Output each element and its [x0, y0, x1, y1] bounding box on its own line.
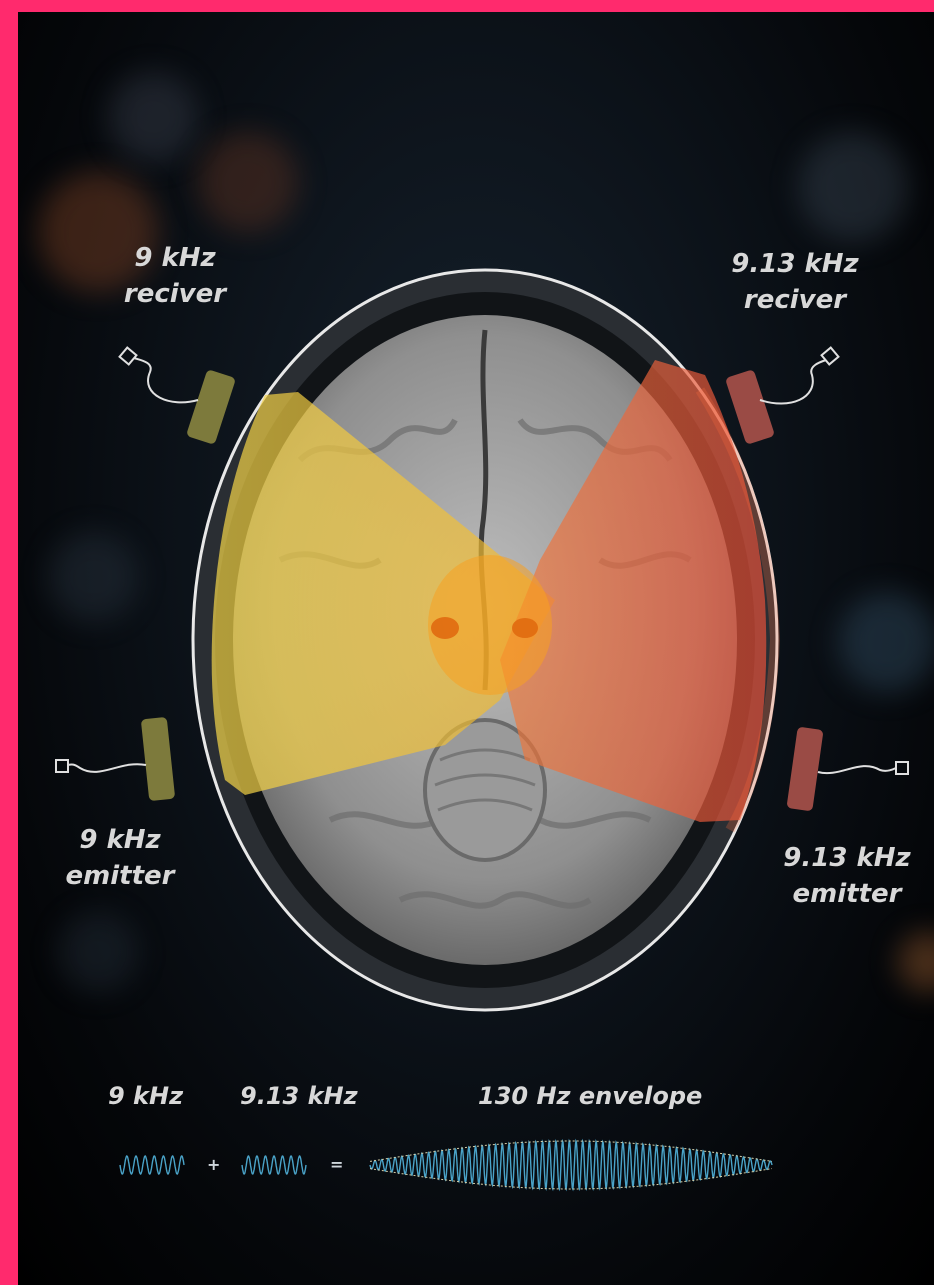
connector-plug-icon [56, 760, 68, 772]
right-emitter-text: emitter [772, 876, 922, 912]
left-emitter-text: emitter [55, 858, 185, 894]
envelope-label: 130 Hz envelope [478, 1082, 702, 1110]
target-nucleus [512, 618, 538, 638]
equals-sign: = [330, 1155, 343, 1174]
right-receiver-freq: 9.13 kHz [720, 246, 870, 282]
left-receiver-label: 9 kHz reciver [110, 240, 240, 312]
left-emitter-electrode [56, 717, 175, 801]
left-receiver-freq: 9 kHz [110, 240, 240, 276]
wave-envelope-icon [370, 1141, 772, 1189]
left-receiver-electrode [120, 348, 237, 445]
right-emitter-label: 9.13 kHz emitter [772, 840, 922, 912]
right-emitter-freq: 9.13 kHz [772, 840, 922, 876]
left-receiver-text: reciver [110, 276, 240, 312]
wave-913khz-icon [242, 1156, 306, 1174]
plus-sign: + [207, 1155, 220, 1174]
connector-plug-icon [822, 348, 839, 365]
target-nucleus [431, 617, 459, 639]
right-receiver-text: reciver [720, 282, 870, 318]
wave2-label: 9.13 kHz [240, 1082, 358, 1110]
wave-9khz-icon [120, 1156, 184, 1174]
right-receiver-label: 9.13 kHz reciver [720, 246, 870, 318]
connector-plug-icon [120, 348, 137, 365]
connector-plug-icon [896, 762, 908, 774]
left-emitter-freq: 9 kHz [55, 822, 185, 858]
left-emitter-label: 9 kHz emitter [55, 822, 185, 894]
wave1-label: 9 kHz [108, 1082, 183, 1110]
right-receiver-electrode [725, 348, 839, 445]
right-emitter-electrode [786, 727, 908, 812]
